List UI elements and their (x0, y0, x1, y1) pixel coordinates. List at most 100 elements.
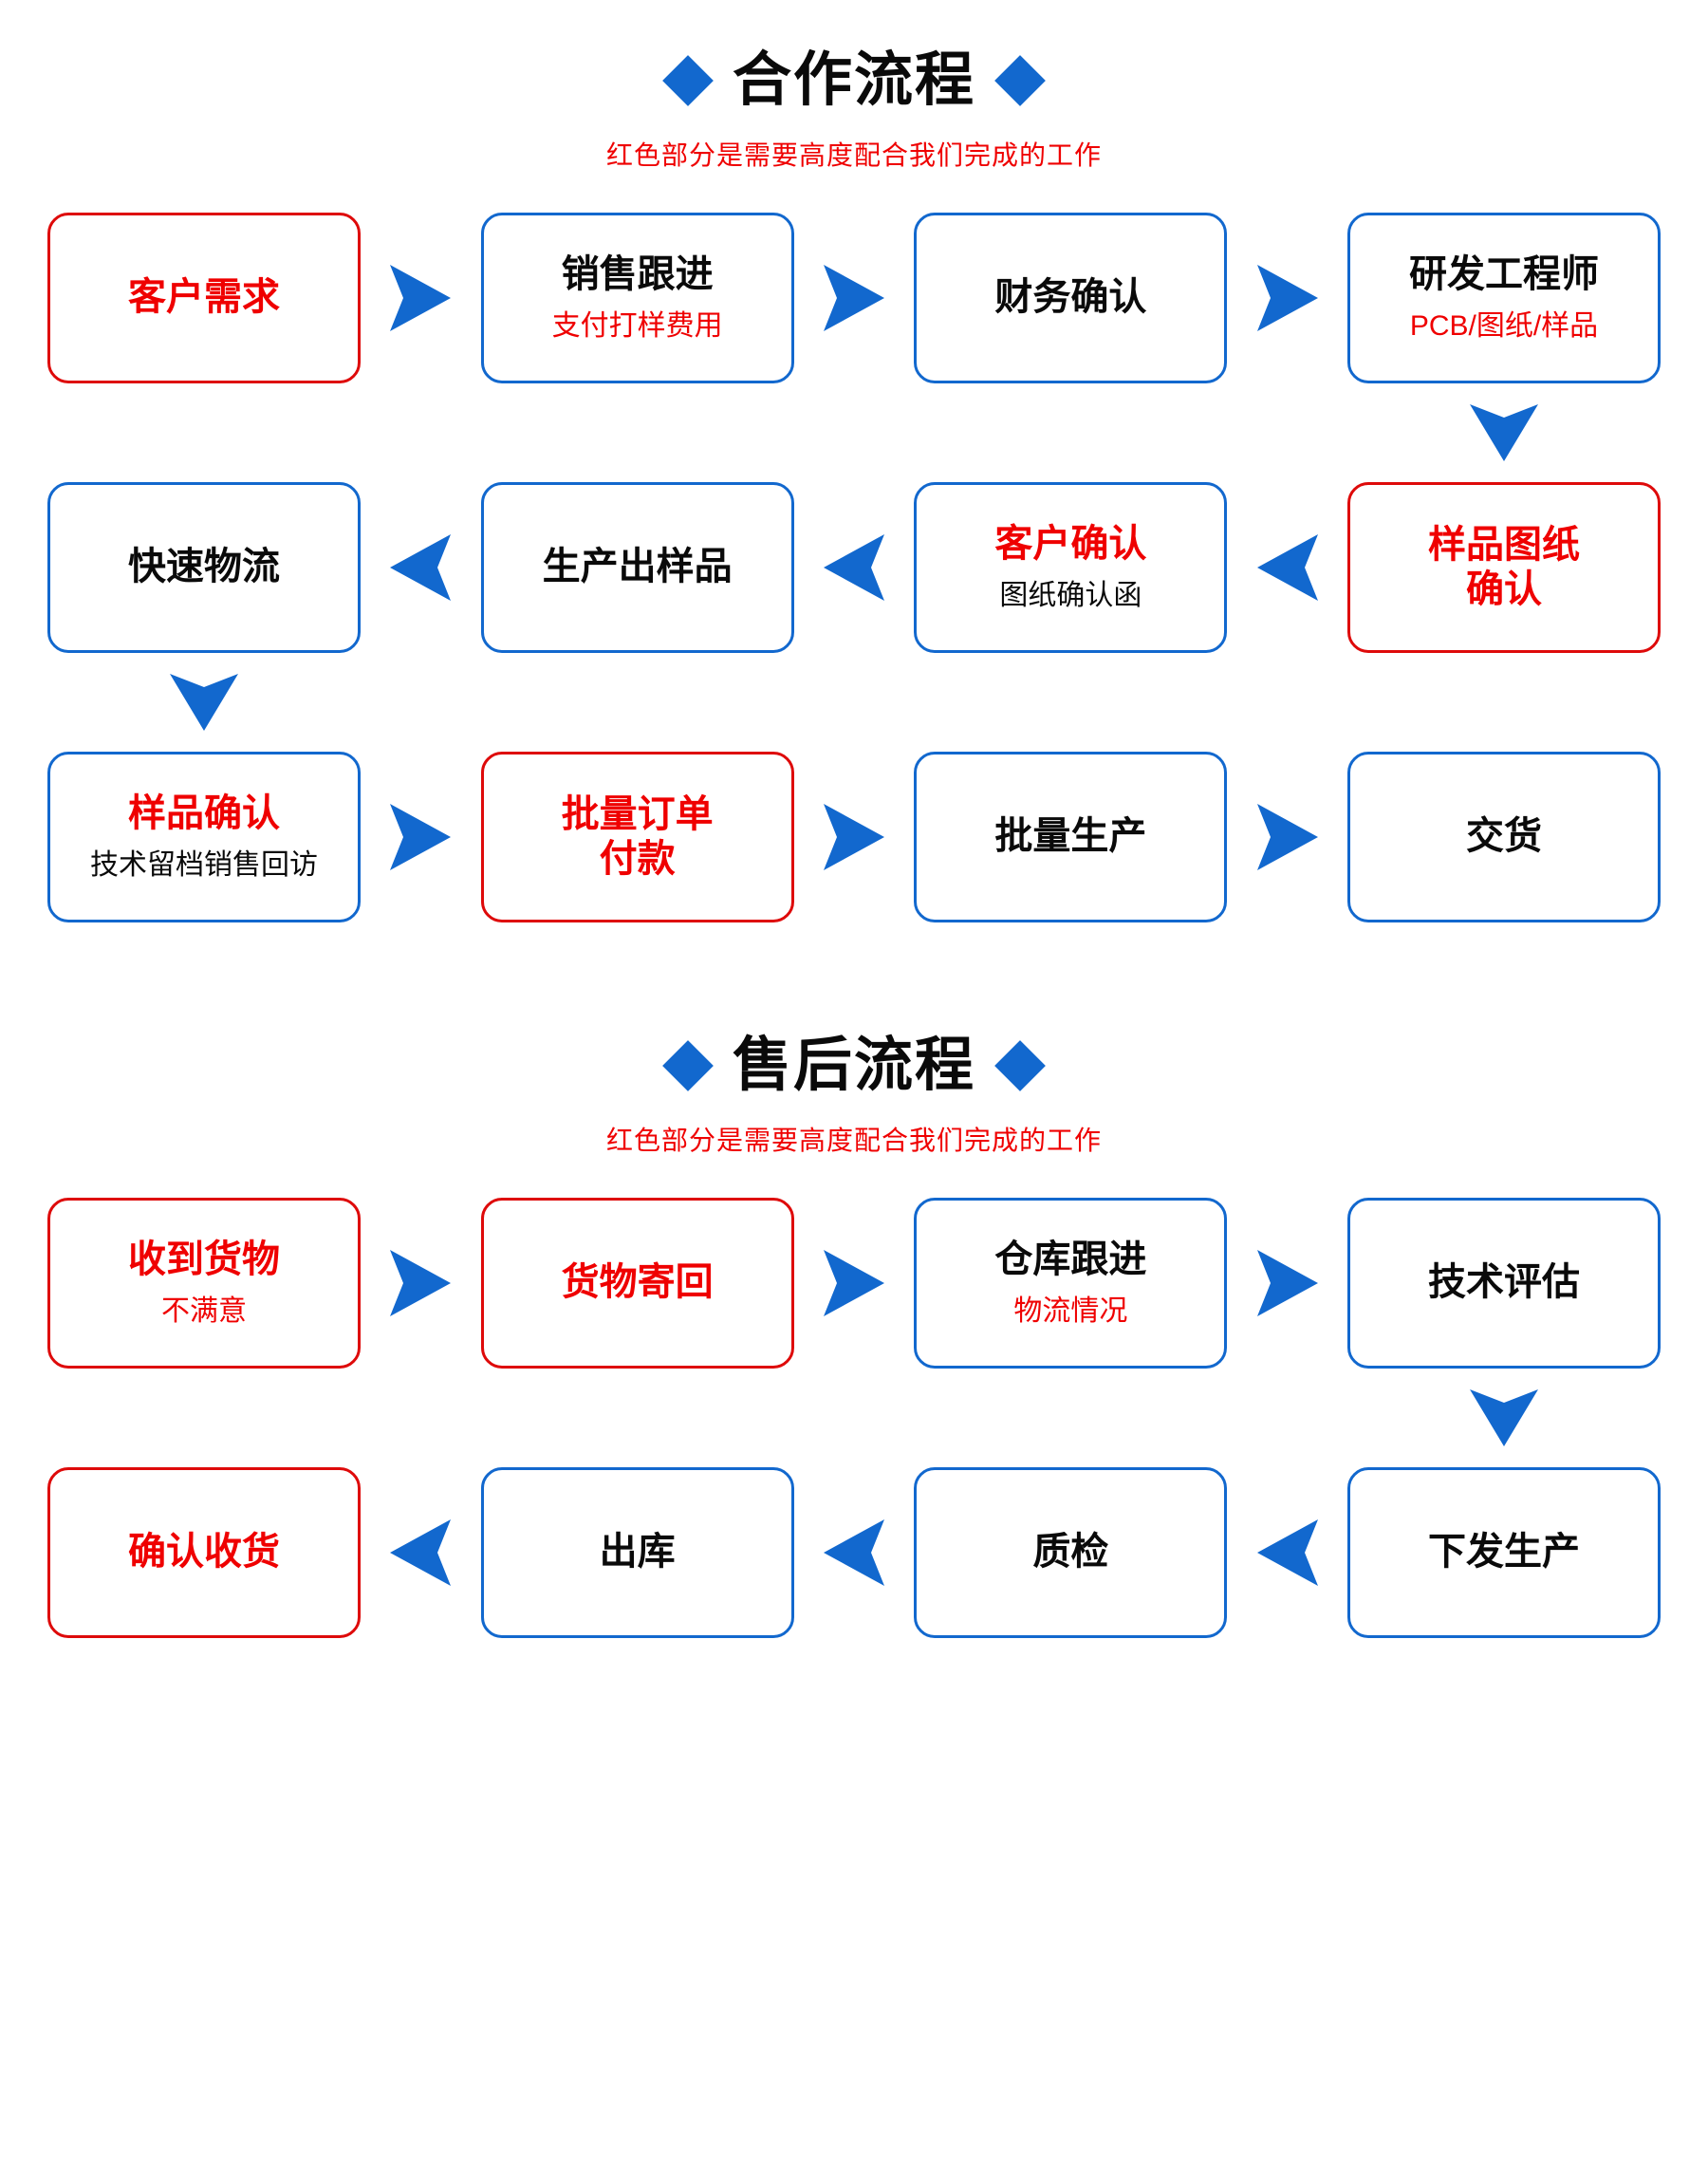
flow-box-cell: 下发生产 (1347, 1467, 1661, 1638)
flow-connector (1227, 802, 1347, 872)
flow-box-title: 下发生产 (1428, 1531, 1580, 1574)
flow-connector (794, 1248, 915, 1318)
flow-box[interactable]: 技术评估 (1347, 1198, 1662, 1369)
arrow-down-icon (1468, 401, 1540, 465)
arrow-left-icon (1253, 1518, 1322, 1588)
flow-box-cell: 快速物流 (46, 482, 361, 653)
flow-connector (361, 263, 481, 333)
flow-box[interactable]: 货物寄回 (480, 1198, 794, 1369)
flow-connector (361, 1518, 481, 1588)
flow-box-title: 技术评估 (1428, 1261, 1581, 1304)
flow-box[interactable]: 出库 (480, 1467, 794, 1638)
flow-box[interactable]: 下发生产 (1347, 1467, 1661, 1638)
down-slot (914, 1386, 1227, 1450)
flow-rows: 收到货物不满意 货物寄回 仓库跟进物流情况 技术评估下发生产 质检 出库 确认收货 (0, 1198, 1708, 1638)
flow-section-after-sales: 售后流程红色部分是需要高度配合我们完成的工作收到货物不满意 货物寄回 仓库跟进物流情… (0, 1036, 1708, 1638)
down-slot (47, 1386, 361, 1450)
flow-box[interactable]: 确认收货 (46, 1467, 361, 1638)
flow-box-title: 财务确认 (994, 276, 1147, 319)
section-subtitle: 红色部分是需要高度配合我们完成的工作 (605, 1126, 1102, 1155)
arrow-right-icon (1253, 1248, 1322, 1318)
flow-box[interactable]: 快速物流 (46, 482, 361, 653)
flow-box[interactable]: 销售跟进支付打样费用 (480, 213, 794, 383)
arrow-left-icon (1253, 532, 1322, 603)
flow-connector (1227, 532, 1347, 603)
flow-connector (361, 802, 481, 872)
flow-box-cell: 收到货物不满意 (47, 1198, 361, 1369)
flow-box-title: 批量生产 (994, 815, 1147, 858)
arrow-right-icon (386, 802, 455, 872)
flow-box[interactable]: 客户需求 (47, 213, 361, 383)
flow-box[interactable]: 客户确认图纸确认函 (914, 482, 1228, 653)
flow-box-title: 出库 (599, 1531, 676, 1574)
flow-box[interactable]: 样品图纸 确认 (1347, 482, 1661, 653)
down-spacer (361, 401, 481, 465)
down-slot (914, 401, 1227, 465)
arrow-right-icon (820, 802, 888, 872)
flow-box-cell: 样品确认技术留档销售回访 (47, 752, 361, 922)
down-spacer (1227, 670, 1347, 735)
down-slot (47, 401, 361, 465)
flow-box-cell: 质检 (914, 1467, 1228, 1638)
flow-box-title: 客户需求 (128, 276, 280, 319)
diamond-icon (994, 1040, 1046, 1091)
section-subtitle: 红色部分是需要高度配合我们完成的工作 (605, 140, 1102, 170)
flow-box-cell: 出库 (480, 1467, 794, 1638)
flow-connector (794, 802, 915, 872)
flow-box-title: 质检 (1032, 1531, 1109, 1574)
flow-box-title: 批量订单 付款 (561, 792, 714, 880)
flow-box-subtitle: 图纸确认函 (999, 579, 1142, 611)
down-slot (1347, 401, 1661, 465)
flow-box-subtitle: 不满意 (161, 1295, 247, 1327)
flow-box-cell: 仓库跟进物流情况 (914, 1198, 1228, 1369)
flow-box-cell: 货物寄回 (480, 1198, 794, 1369)
flow-box-cell: 技术评估 (1347, 1198, 1662, 1369)
flow-box[interactable]: 仓库跟进物流情况 (914, 1198, 1228, 1369)
flow-box-title: 生产出样品 (542, 546, 733, 588)
arrow-right-icon (820, 1248, 888, 1318)
flow-box-title: 交货 (1466, 815, 1543, 858)
section-title: 合作流程 (0, 51, 1708, 110)
flow-box[interactable]: 财务确认 (914, 213, 1228, 383)
flow-box[interactable]: 质检 (914, 1467, 1228, 1638)
flow-box[interactable]: 收到货物不满意 (47, 1198, 361, 1369)
arrow-right-icon (386, 1248, 455, 1318)
down-slot (481, 1386, 794, 1450)
arrow-left-icon (386, 1518, 455, 1588)
flow-connector (361, 1248, 481, 1318)
flow-box-title: 仓库跟进 (994, 1239, 1147, 1281)
flow-box[interactable]: 生产出样品 (480, 482, 794, 653)
flow-box-title: 样品确认 (128, 792, 280, 835)
down-spacer (1227, 1386, 1347, 1450)
flow-box[interactable]: 交货 (1347, 752, 1662, 922)
flow-box[interactable]: 样品确认技术留档销售回访 (47, 752, 361, 922)
flow-box-title: 收到货物 (128, 1239, 280, 1281)
flow-connector (1227, 1518, 1347, 1588)
arrow-left-icon (386, 532, 455, 603)
section-title: 售后流程 (0, 1036, 1708, 1095)
flow-box-cell: 批量生产 (914, 752, 1228, 922)
flow-box-subtitle: 物流情况 (1013, 1295, 1128, 1327)
flow-box[interactable]: 批量生产 (914, 752, 1228, 922)
diamond-icon (662, 1040, 714, 1091)
flow-connector (794, 532, 915, 603)
flow-box-cell: 生产出样品 (480, 482, 794, 653)
flow-down-connector-row (0, 670, 1708, 735)
flow-row: 收到货物不满意 货物寄回 仓库跟进物流情况 技术评估 (0, 1198, 1708, 1369)
arrow-right-icon (820, 263, 888, 333)
flow-box-title: 货物寄回 (561, 1261, 714, 1304)
flow-box-title: 样品图纸 确认 (1428, 523, 1580, 610)
flow-connector (794, 1518, 915, 1588)
flow-box-subtitle: 支付打样费用 (551, 309, 723, 342)
flow-box-cell: 交货 (1347, 752, 1662, 922)
down-spacer (361, 670, 481, 735)
flow-box-subtitle: 技术留档销售回访 (90, 848, 318, 881)
flow-box-cell: 客户需求 (47, 213, 361, 383)
section-title-text: 售后流程 (732, 1033, 975, 1098)
diamond-icon (662, 55, 714, 106)
flow-box[interactable]: 批量订单 付款 (480, 752, 794, 922)
